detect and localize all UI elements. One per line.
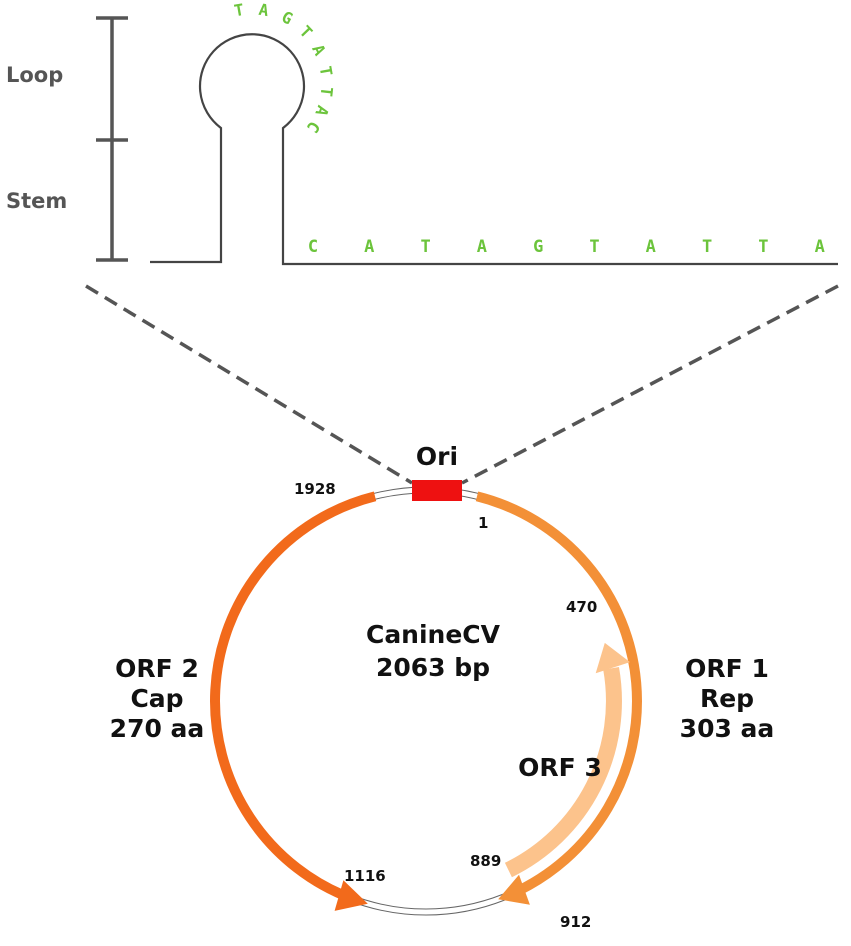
orf2-arrowhead — [334, 880, 368, 911]
loop-base: G — [278, 7, 295, 28]
orf3-arrowhead — [595, 642, 630, 674]
loop-base: T — [317, 86, 337, 98]
orf1-length: 303 aa — [680, 714, 775, 743]
scale-bar — [96, 16, 128, 262]
stem-label: Stem — [6, 189, 67, 213]
linear-base: C — [308, 237, 318, 257]
linear-base: A — [646, 237, 656, 257]
position-1: 1 — [478, 514, 488, 532]
linear-base: T — [589, 237, 599, 257]
linear-base: A — [364, 237, 374, 257]
orf2-length: 270 aa — [110, 714, 205, 743]
loop-base: T — [316, 65, 336, 78]
orf2-arc — [210, 491, 377, 904]
loop-base: A — [308, 41, 329, 59]
orf1-protein: Rep — [700, 684, 754, 713]
position-889: 889 — [470, 852, 501, 870]
genome-size: 2063 bp — [376, 653, 490, 682]
ori-label: Ori — [416, 442, 458, 471]
hairpin-structure — [150, 33, 838, 266]
position-1116: 1116 — [344, 867, 386, 885]
linear-base: G — [533, 237, 543, 257]
orf3-label: ORF 3 — [518, 753, 602, 782]
zoom-line-left — [85, 284, 413, 485]
genome-name: CanineCV — [366, 620, 501, 649]
orf2-protein: Cap — [130, 684, 183, 713]
orf1-name: ORF 1 — [685, 654, 769, 683]
orf2-name: ORF 2 — [115, 654, 199, 683]
linear-base: A — [815, 237, 825, 257]
linear-base: A — [477, 237, 487, 257]
genome-backbone-inner — [217, 492, 635, 910]
loop-base: A — [311, 103, 332, 119]
position-1928: 1928 — [294, 480, 336, 498]
position-470: 470 — [566, 598, 597, 616]
linear-base: T — [702, 237, 712, 257]
ori-box — [412, 480, 462, 501]
linear-base: T — [758, 237, 768, 257]
orf3-arc — [504, 667, 622, 878]
loop-base: A — [258, 0, 271, 20]
loop-base: T — [233, 0, 246, 20]
loop-base: T — [296, 22, 316, 42]
loop-label: Loop — [6, 63, 63, 87]
position-912: 912 — [560, 913, 591, 931]
linear-base: T — [420, 237, 430, 257]
orf1-arrowhead — [498, 874, 530, 905]
orf1-arc — [475, 491, 642, 899]
loop-base: C — [303, 118, 324, 137]
zoom-line-right — [461, 284, 839, 485]
